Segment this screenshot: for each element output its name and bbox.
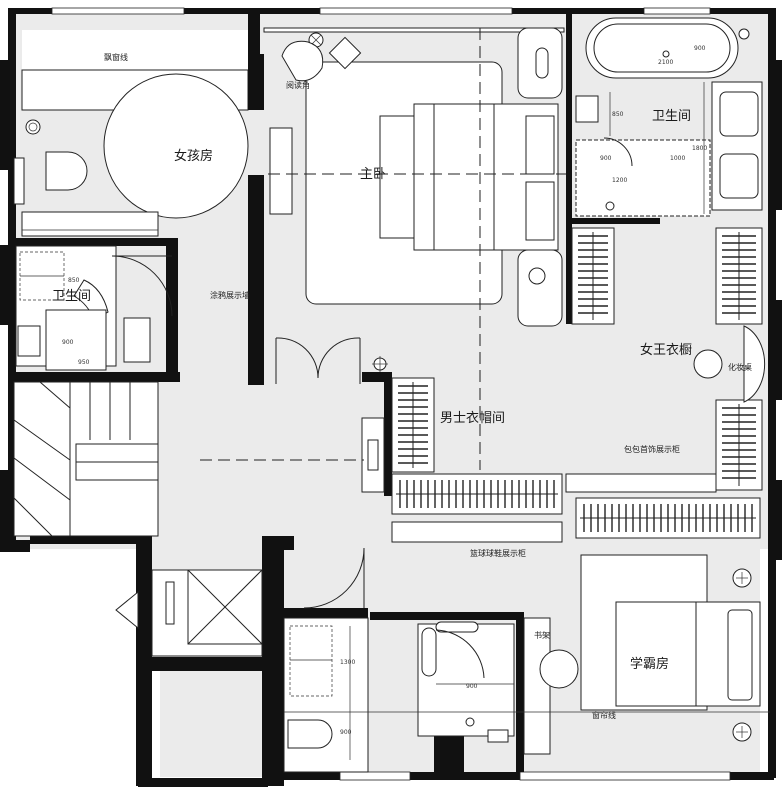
dim-guest-shower: 1300 <box>340 659 355 666</box>
reading-chair-label: 阅读角 <box>286 80 310 90</box>
guest-bath <box>283 617 515 773</box>
dim-tub-width: 900 <box>694 45 706 52</box>
staircase <box>13 381 364 537</box>
elevator <box>115 569 263 657</box>
study-room <box>284 547 770 755</box>
hanger-rail <box>722 404 756 486</box>
dim-guest-width: 900 <box>466 683 478 690</box>
kid-bathroom <box>15 245 173 371</box>
hanger-rail <box>580 504 756 532</box>
bag-jewelry-label: 包包首饰展示柜 <box>624 444 680 454</box>
bay-window-label: 飘窗线 <box>104 52 128 62</box>
hanger-rail <box>722 232 756 320</box>
girls-room-label: 女孩房 <box>174 148 213 164</box>
light-icon <box>25 119 41 135</box>
shoe-cabinet-label: 篮球球鞋展示柜 <box>470 548 526 558</box>
dim-guest-wc: 900 <box>340 729 352 736</box>
dim-wc: 850 <box>612 111 624 118</box>
bookshelf-label: 书架 <box>534 630 550 640</box>
dim-bath-mid: 1000 <box>670 155 685 162</box>
dim-kid-shower: 950 <box>78 359 90 366</box>
dim-kid-basin: 900 <box>62 339 74 346</box>
dim-vanity: 900 <box>600 155 612 162</box>
hanger-rail <box>398 382 428 468</box>
master-bath-label: 卫生间 <box>652 109 691 124</box>
study-room-label: 学霸房 <box>630 656 669 672</box>
dim-kid-wc: 850 <box>68 277 80 284</box>
dim-tub-length: 2100 <box>658 59 673 66</box>
graffiti-wall-label: 涂鸦展示墙 <box>210 290 250 300</box>
hanger-rail <box>396 480 558 508</box>
walls <box>0 7 782 787</box>
reading-chair-icon <box>281 40 324 82</box>
master-bedroom <box>263 27 566 470</box>
master-bedroom-label: 主卧 <box>360 167 386 182</box>
men-hat-room-label: 男士衣帽间 <box>440 410 505 426</box>
vanity-label: 化妆桌 <box>728 362 752 372</box>
dim-bath-len: 1800 <box>692 145 707 152</box>
girls-rug <box>103 73 249 219</box>
vanity-stool-icon <box>693 349 723 379</box>
dim-shower: 1200 <box>612 177 627 184</box>
kid-wc-icon <box>123 317 151 363</box>
queen-wardrobe-label: 女王衣橱 <box>640 342 692 358</box>
kid-bath-label: 卫生间 <box>52 289 91 304</box>
hanger-rail <box>578 232 608 320</box>
girls-room <box>13 69 249 237</box>
master-bath <box>575 17 763 217</box>
girls-toilet-icon <box>45 151 88 191</box>
curtain-line-label: 窗帘线 <box>592 710 616 720</box>
